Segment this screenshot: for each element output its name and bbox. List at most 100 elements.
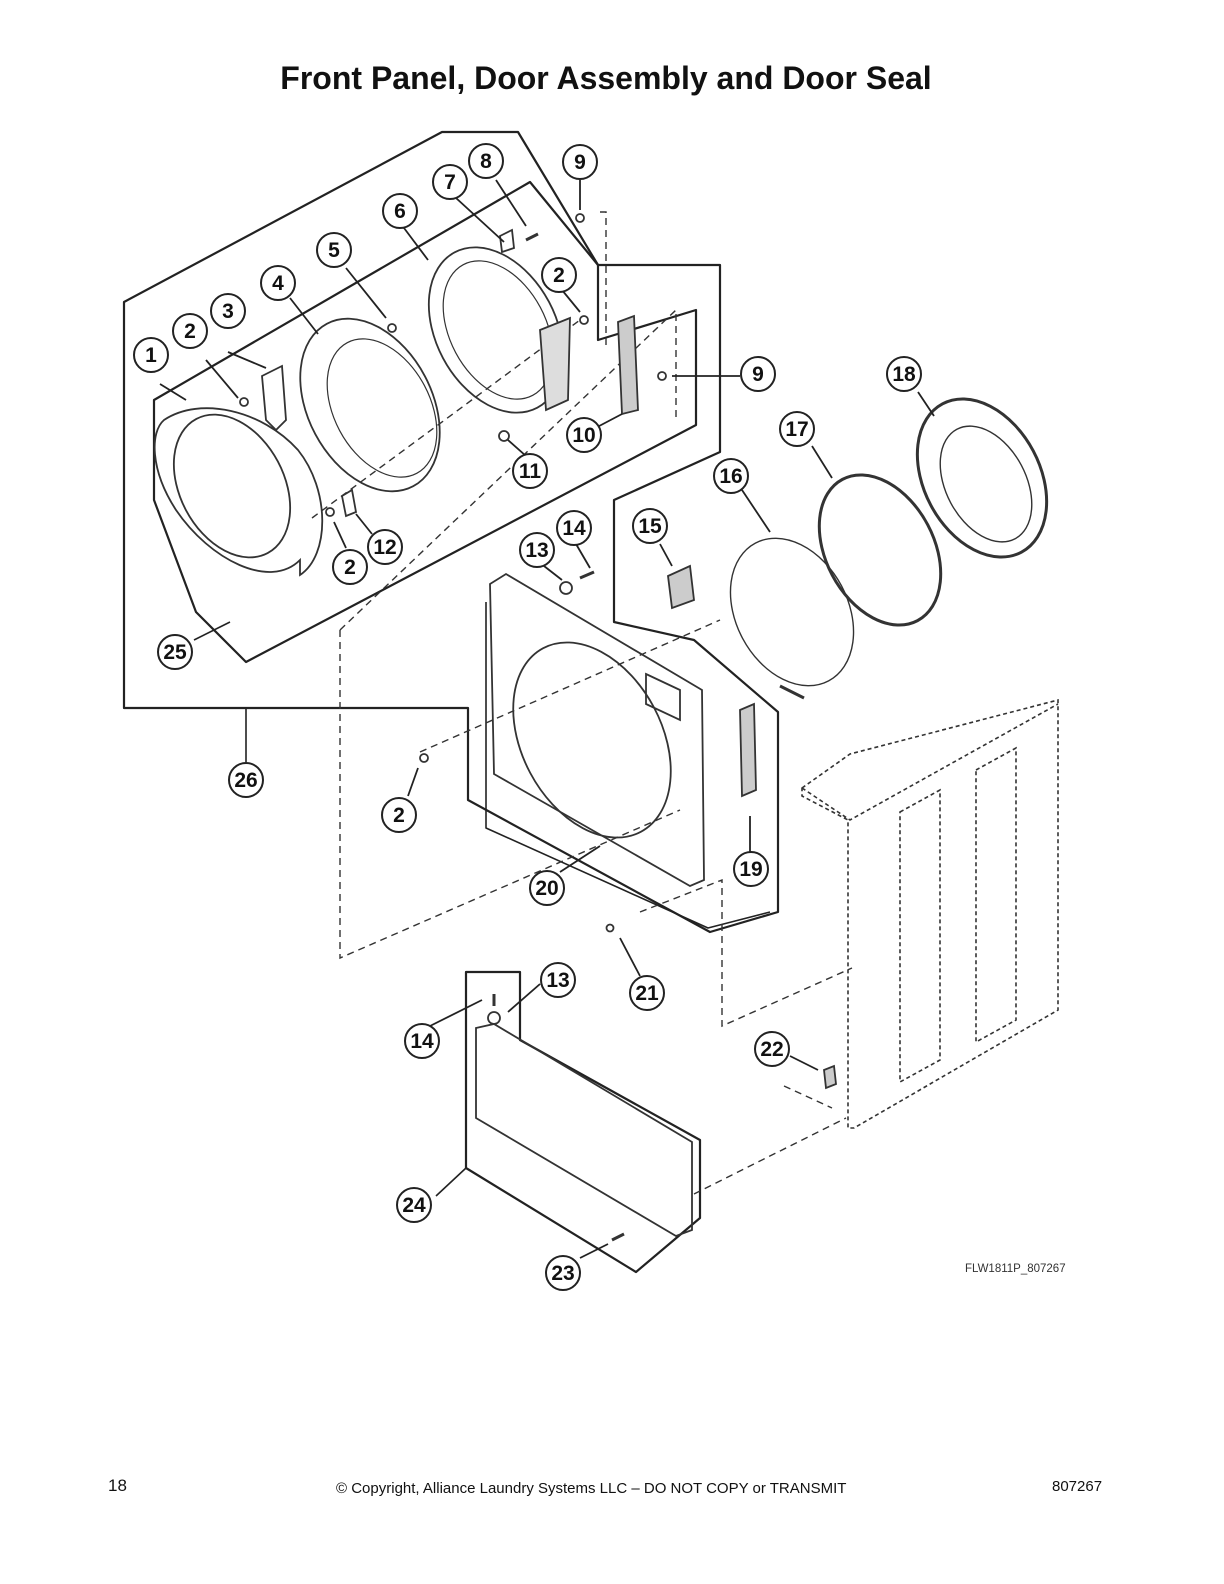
cabinet-panel-left bbox=[899, 788, 941, 1084]
copyright-notice: © Copyright, Alliance Laundry Systems LL… bbox=[336, 1480, 847, 1497]
part-18-door-seal bbox=[915, 397, 1049, 559]
part-16-spring bbox=[779, 684, 805, 700]
callout-17: 17 bbox=[779, 411, 815, 447]
callout-15: 15 bbox=[632, 508, 668, 544]
cabinet-outline bbox=[801, 698, 1059, 1129]
callout-4: 4 bbox=[260, 265, 296, 301]
part-17-clamp bbox=[817, 473, 943, 627]
page-number: 18 bbox=[108, 1476, 127, 1495]
part-8-screw bbox=[525, 232, 539, 242]
part-7-latch bbox=[499, 228, 515, 254]
callout-5: 5 bbox=[316, 232, 352, 268]
callout-9-top: 9 bbox=[562, 144, 598, 180]
svg-text:9: 9 bbox=[574, 151, 586, 174]
svg-text:7: 7 bbox=[444, 171, 456, 194]
callout-2-lower: 2 bbox=[332, 549, 368, 585]
svg-text:19: 19 bbox=[739, 858, 762, 881]
callout-2: 2 bbox=[172, 313, 208, 349]
part-13-bushing-lower bbox=[487, 1011, 501, 1025]
svg-text:24: 24 bbox=[402, 1194, 426, 1217]
svg-text:12: 12 bbox=[373, 536, 396, 559]
callout-6: 6 bbox=[382, 193, 418, 229]
group-outline-24 bbox=[464, 970, 702, 1274]
part-6-latch-grid bbox=[539, 316, 571, 412]
figure-code: FLW1811P_807267 bbox=[965, 1263, 1066, 1275]
leader-24 bbox=[435, 1167, 467, 1197]
callout-10: 10 bbox=[566, 417, 602, 453]
callout-19: 19 bbox=[733, 851, 769, 887]
part-22-clip bbox=[823, 1064, 837, 1090]
part-4-door-glass bbox=[299, 317, 441, 493]
cabinet-panel-right bbox=[975, 746, 1017, 1044]
part-1-opening bbox=[172, 413, 292, 559]
svg-text:5: 5 bbox=[328, 239, 340, 262]
callout-21: 21 bbox=[629, 975, 665, 1011]
part-6-inner-ring bbox=[442, 260, 554, 400]
svg-text:21: 21 bbox=[635, 982, 659, 1005]
callout-13-lower: 13 bbox=[540, 962, 576, 998]
svg-text:15: 15 bbox=[638, 515, 662, 538]
callout-9-right: 9 bbox=[740, 356, 776, 392]
svg-text:1: 1 bbox=[145, 344, 157, 367]
svg-text:6: 6 bbox=[394, 200, 406, 223]
svg-text:4: 4 bbox=[272, 272, 284, 295]
svg-text:14: 14 bbox=[562, 517, 586, 540]
svg-text:2: 2 bbox=[184, 320, 196, 343]
part-9-screw-a bbox=[575, 213, 585, 223]
part-19-strip bbox=[739, 702, 757, 798]
svg-text:9: 9 bbox=[752, 363, 764, 386]
part-16-wire-ring bbox=[729, 537, 855, 687]
part-13-bushing bbox=[559, 581, 573, 595]
part-23-screw bbox=[611, 1232, 625, 1242]
svg-text:16: 16 bbox=[719, 465, 742, 488]
svg-text:20: 20 bbox=[535, 877, 558, 900]
group-outline-25 bbox=[152, 180, 698, 664]
svg-text:8: 8 bbox=[480, 150, 492, 173]
svg-text:3: 3 bbox=[222, 300, 234, 323]
callout-23: 23 bbox=[545, 1255, 581, 1291]
svg-text:14: 14 bbox=[410, 1030, 434, 1053]
callout-11: 11 bbox=[512, 453, 548, 489]
callout-22: 22 bbox=[754, 1031, 790, 1067]
svg-text:13: 13 bbox=[525, 539, 548, 562]
callout-8: 8 bbox=[468, 143, 504, 179]
part-4-glass-inner bbox=[326, 338, 438, 478]
callout-2-right: 2 bbox=[541, 257, 577, 293]
part-21-screw bbox=[605, 923, 615, 933]
svg-text:18: 18 bbox=[892, 363, 916, 386]
callout-25: 25 bbox=[157, 634, 193, 670]
part-18-seal-inner bbox=[939, 425, 1033, 543]
part-1-door-trim bbox=[153, 407, 324, 577]
leader-25 bbox=[193, 621, 231, 641]
callout-1: 1 bbox=[133, 337, 169, 373]
group-outline-26 bbox=[122, 130, 780, 934]
group-outline-20 bbox=[485, 602, 771, 929]
callout-14: 14 bbox=[556, 510, 592, 546]
callout-12: 12 bbox=[367, 529, 403, 565]
callout-7: 7 bbox=[432, 164, 468, 200]
svg-text:2: 2 bbox=[553, 264, 565, 287]
svg-text:22: 22 bbox=[760, 1038, 783, 1061]
svg-text:2: 2 bbox=[344, 556, 356, 579]
part-9-screw-b bbox=[657, 371, 667, 381]
part-6-inner-door bbox=[427, 246, 565, 414]
svg-text:26: 26 bbox=[234, 769, 257, 792]
svg-text:13: 13 bbox=[546, 969, 569, 992]
svg-text:17: 17 bbox=[785, 418, 808, 441]
part-2-screw-b bbox=[579, 315, 589, 325]
part-5-nut bbox=[387, 323, 397, 333]
part-10-hinge bbox=[617, 314, 639, 416]
callout-3: 3 bbox=[210, 293, 246, 329]
svg-text:10: 10 bbox=[572, 424, 595, 447]
cabinet-top bbox=[801, 703, 1059, 821]
part-20-front-panel bbox=[489, 572, 705, 888]
callout-26: 26 bbox=[228, 762, 264, 798]
callout-14-lower: 14 bbox=[404, 1023, 440, 1059]
callout-13: 13 bbox=[519, 532, 555, 568]
callout-16: 16 bbox=[713, 458, 749, 494]
part-2-screw-d bbox=[419, 753, 429, 763]
part-3-hinge-cover bbox=[261, 364, 287, 432]
page-title: Front Panel, Door Assembly and Door Seal bbox=[280, 60, 932, 96]
document-number: 807267 bbox=[1052, 1478, 1103, 1495]
